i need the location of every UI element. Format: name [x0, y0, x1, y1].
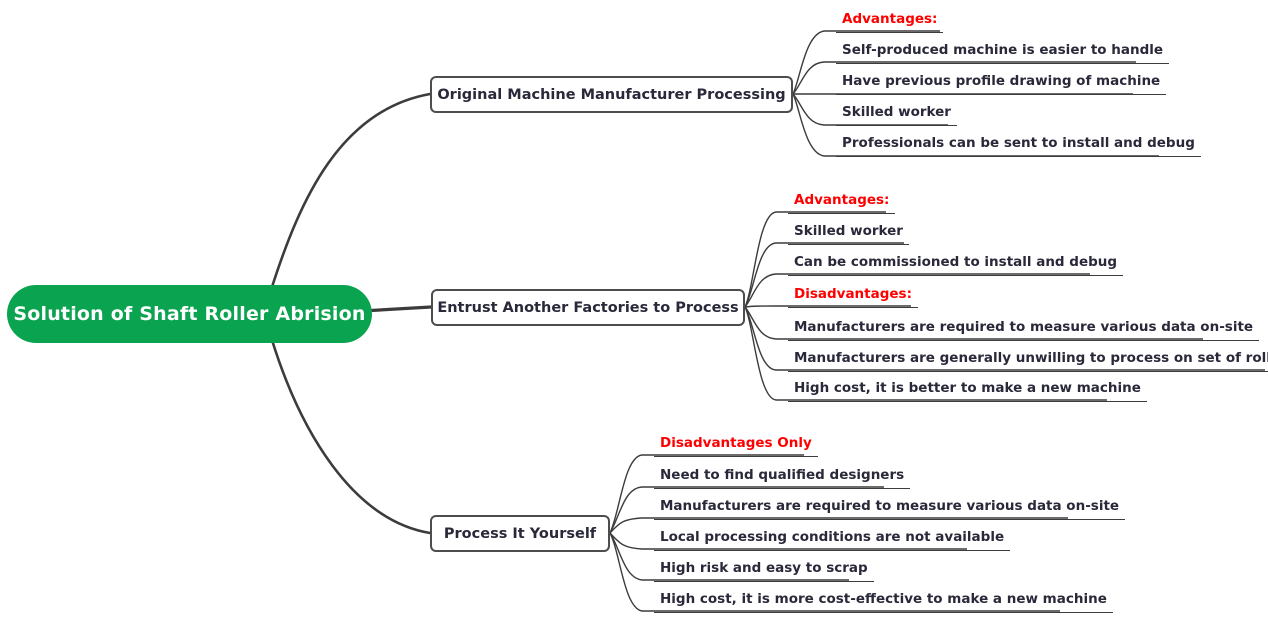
leaf-b2-5[interactable]: Manufacturers are required to measure va…: [788, 318, 1260, 341]
leaf-b3-3[interactable]: Manufacturers are required to measure va…: [654, 497, 1126, 520]
branch-label-1: Original Machine Manufacturer Processing: [437, 86, 786, 103]
branch-node-2[interactable]: Entrust Another Factories to Process: [431, 289, 745, 326]
leaf-b3-1[interactable]: Disadvantages Only: [654, 434, 818, 457]
leaf-b2-4[interactable]: Disadvantages:: [788, 285, 918, 308]
leaf-b2-5-label: Manufacturers are required to measure va…: [794, 319, 1254, 335]
leaf-b3-2-label: Need to find qualified designers: [660, 467, 905, 483]
branch-node-3[interactable]: Process It Yourself: [430, 515, 610, 552]
leaf-b3-6[interactable]: High cost, it is more cost-effective to …: [654, 590, 1113, 613]
leaf-b2-7-label: High cost, it is better to make a new ma…: [794, 380, 1141, 396]
root-label: Solution of Shaft Roller Abrision: [13, 303, 366, 325]
leaf-b1-3[interactable]: Have previous profile drawing of machine: [836, 72, 1167, 95]
leaf-b1-5-label: Professionals can be sent to install and…: [842, 135, 1195, 151]
leaf-b2-3[interactable]: Can be commissioned to install and debug: [788, 253, 1124, 276]
connector-root-to-branch-3: [270, 338, 432, 535]
leaf-b2-6-label: Manufacturers are generally unwilling to…: [794, 350, 1268, 366]
connector-root-to-branch-2: [360, 305, 433, 313]
leaf-b3-2[interactable]: Need to find qualified designers: [654, 466, 911, 489]
branch-node-1[interactable]: Original Machine Manufacturer Processing: [430, 76, 793, 113]
leaf-b1-3-label: Have previous profile drawing of machine: [842, 73, 1161, 89]
leaf-b2-3-label: Can be commissioned to install and debug: [794, 254, 1118, 270]
leaf-b3-4[interactable]: Local processing conditions are not avai…: [654, 528, 1011, 551]
leaf-b2-1[interactable]: Advantages:: [788, 191, 896, 214]
leaf-b1-1-label: Advantages:: [842, 11, 938, 27]
branch-label-2: Entrust Another Factories to Process: [437, 299, 739, 316]
leaf-b2-2-label: Skilled worker: [794, 223, 903, 239]
leaf-b2-7[interactable]: High cost, it is better to make a new ma…: [788, 379, 1147, 402]
leaf-b3-6-label: High cost, it is more cost-effective to …: [660, 591, 1107, 607]
leaf-b2-2[interactable]: Skilled worker: [788, 222, 909, 245]
leaf-b3-3-label: Manufacturers are required to measure va…: [660, 498, 1120, 514]
leaf-b3-5[interactable]: High risk and easy to scrap: [654, 559, 874, 582]
leaf-b3-4-label: Local processing conditions are not avai…: [660, 529, 1005, 545]
leaf-b2-6[interactable]: Manufacturers are generally unwilling to…: [788, 349, 1268, 372]
leaf-b1-4[interactable]: Skilled worker: [836, 103, 957, 126]
branch-label-3: Process It Yourself: [443, 525, 597, 542]
leaf-b1-2-label: Self-produced machine is easier to handl…: [842, 42, 1164, 58]
leaf-b1-5[interactable]: Professionals can be sent to install and…: [836, 134, 1201, 157]
leaf-b3-5-label: High risk and easy to scrap: [660, 560, 868, 576]
leaf-b1-1[interactable]: Advantages:: [836, 10, 944, 33]
root-node[interactable]: Solution of Shaft Roller Abrision: [7, 285, 372, 343]
leaf-b2-4-label: Disadvantages:: [794, 286, 912, 302]
leaf-b3-1-label: Disadvantages Only: [660, 435, 812, 451]
leaf-b1-2[interactable]: Self-produced machine is easier to handl…: [836, 41, 1170, 64]
connector-root-to-branch-1: [270, 92, 432, 289]
leaf-b1-4-label: Skilled worker: [842, 104, 951, 120]
leaf-b2-1-label: Advantages:: [794, 192, 890, 208]
